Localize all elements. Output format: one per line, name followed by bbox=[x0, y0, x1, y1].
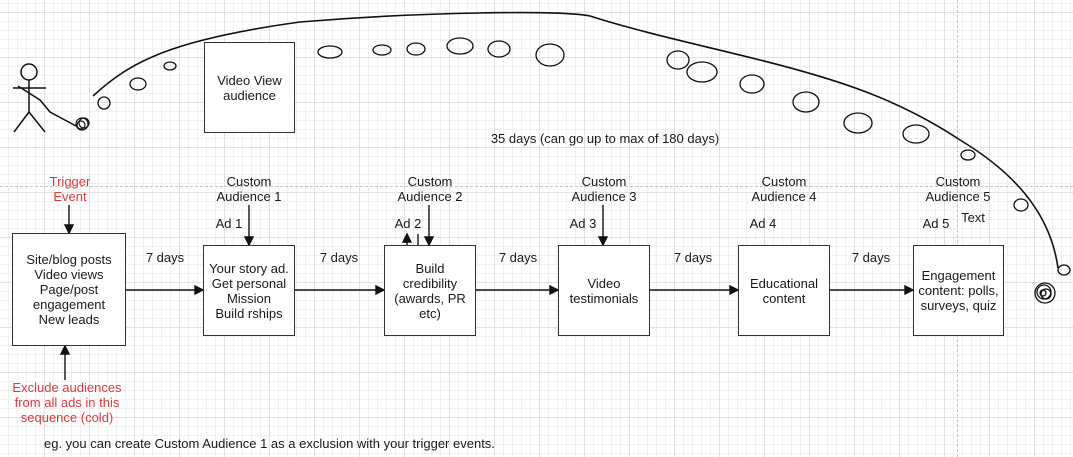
stick-figure-icon bbox=[13, 63, 77, 133]
stage-4-box: Educational content bbox=[738, 245, 830, 336]
ad-3-label: Ad 3 bbox=[569, 216, 597, 231]
custom-audience-5-label: Custom Audience 5 bbox=[925, 174, 991, 204]
interval-label: 7 days bbox=[498, 250, 538, 265]
stage-5-box: Engagement content: polls, surveys, quiz bbox=[913, 245, 1004, 336]
interval-label: 7 days bbox=[673, 250, 713, 265]
duration-note: 35 days (can go up to max of 180 days) bbox=[490, 131, 720, 146]
footnote: eg. you can create Custom Audience 1 as … bbox=[44, 436, 495, 451]
scribble-ball-end-icon bbox=[1034, 282, 1056, 304]
arrowhead-icon bbox=[729, 284, 740, 296]
footprint-icon bbox=[843, 112, 873, 134]
stray-text-label: Text bbox=[961, 210, 985, 225]
video-view-audience-box: Video View audience bbox=[204, 42, 295, 133]
connectors bbox=[59, 205, 915, 380]
footprint-icon bbox=[446, 37, 474, 55]
interval-label: 7 days bbox=[319, 250, 359, 265]
interval-label: 7 days bbox=[851, 250, 891, 265]
footprint-icon bbox=[960, 149, 976, 161]
footprint-icon bbox=[406, 42, 426, 56]
arrowhead-icon bbox=[63, 224, 75, 235]
arrowhead-icon bbox=[597, 236, 609, 247]
footprint-icon bbox=[792, 91, 820, 113]
arrowhead-icon bbox=[423, 236, 435, 247]
stage-1-box: Your story ad. Get personal Mission Buil… bbox=[203, 245, 295, 336]
footprint-icon bbox=[487, 40, 511, 58]
arrowhead-icon bbox=[401, 232, 413, 243]
footprint-icon bbox=[372, 44, 392, 56]
footprint-icon bbox=[317, 45, 343, 59]
dashed-guide-vertical bbox=[957, 0, 958, 457]
scribble-ball-start-icon bbox=[75, 117, 90, 131]
arrowhead-icon bbox=[904, 284, 915, 296]
ad-5-label: Ad 5 bbox=[922, 216, 950, 231]
dashed-guide-horizontal bbox=[0, 186, 1073, 187]
custom-audience-3-label: Custom Audience 3 bbox=[571, 174, 637, 204]
stage-3-box: Video testimonials bbox=[558, 245, 650, 336]
custom-audience-4-label: Custom Audience 4 bbox=[751, 174, 817, 204]
trigger-sources-box: Site/blog posts Video views Page/post en… bbox=[12, 233, 126, 346]
stage-2-box: Build credibility (awards, PR etc) bbox=[384, 245, 476, 336]
custom-audience-1-label: Custom Audience 1 bbox=[216, 174, 282, 204]
footprint-icon bbox=[163, 61, 177, 71]
exclude-audiences-note: Exclude audiences from all ads in this s… bbox=[12, 380, 122, 425]
footprint-icon bbox=[666, 50, 690, 70]
arrowhead-icon bbox=[375, 284, 386, 296]
arrowhead-icon bbox=[59, 344, 71, 355]
footprint-icon bbox=[686, 61, 718, 83]
arrowhead-icon bbox=[194, 284, 205, 296]
footprint-icon bbox=[739, 74, 765, 94]
footprint-icon bbox=[535, 43, 565, 67]
footprint-icon bbox=[97, 96, 111, 110]
footprint-icon bbox=[129, 77, 147, 91]
arrowhead-icon bbox=[549, 284, 560, 296]
footprint-icon bbox=[1057, 264, 1071, 276]
footprint-icon bbox=[1013, 198, 1029, 212]
footprints bbox=[97, 37, 1071, 276]
trigger-event-label: Trigger Event bbox=[49, 174, 91, 204]
footprint-icon bbox=[902, 124, 930, 144]
timeline-curve bbox=[92, 11, 1059, 269]
ad-2-label: Ad 2 bbox=[394, 216, 422, 231]
ad-1-label: Ad 1 bbox=[215, 216, 243, 231]
arrowhead-icon bbox=[243, 236, 255, 247]
ad-4-label: Ad 4 bbox=[749, 216, 777, 231]
interval-label: 7 days bbox=[145, 250, 185, 265]
custom-audience-2-label: Custom Audience 2 bbox=[397, 174, 463, 204]
